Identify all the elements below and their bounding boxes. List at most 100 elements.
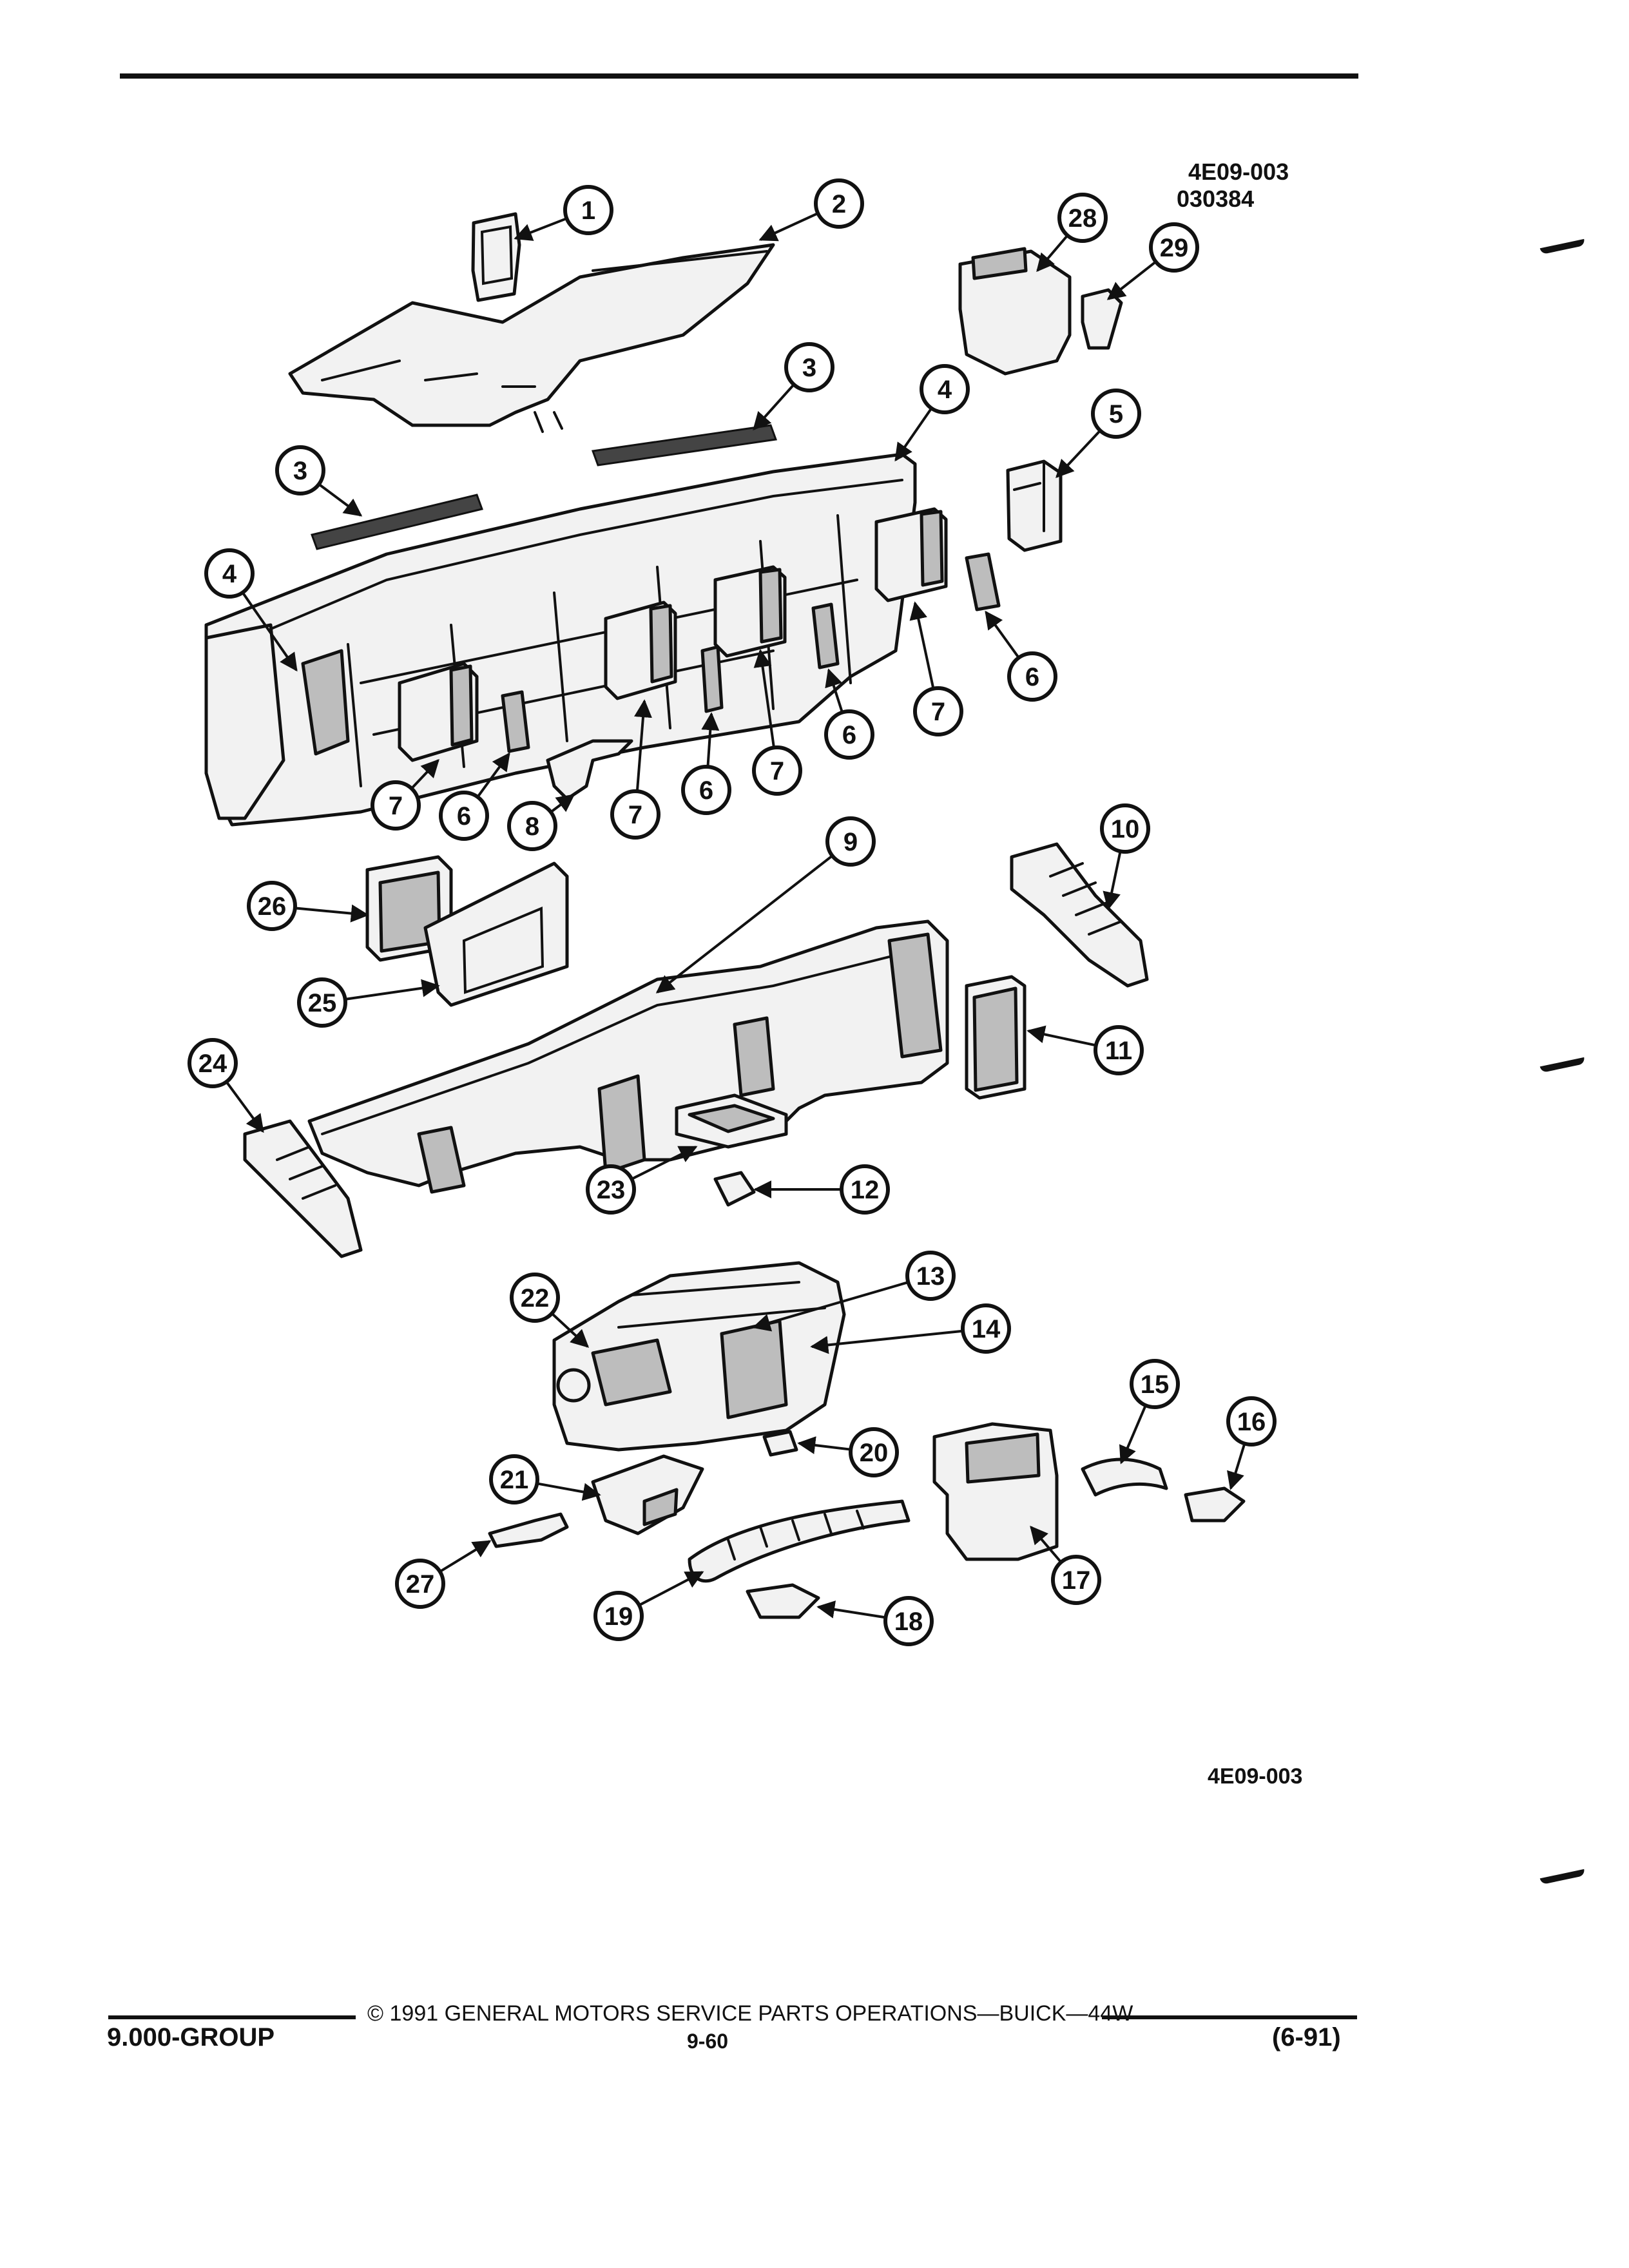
callout-part-4b: 4 [204, 548, 298, 672]
bracket-part-29 [1081, 288, 1123, 350]
callout-number: 16 [1237, 1408, 1266, 1436]
callout-part-15: 15 [1119, 1359, 1180, 1465]
callout-number: 7 [770, 757, 784, 785]
callout-circle [1051, 1555, 1101, 1605]
vent-grille-6a [501, 690, 530, 753]
defroster-grille-left-part [311, 494, 483, 550]
callout-circle [610, 789, 660, 840]
air-distribution-duct-part-9 [307, 919, 949, 1194]
callout-circle [752, 745, 802, 796]
callout-number: 2 [832, 190, 846, 218]
callout-circle [1149, 222, 1199, 273]
seal-part-23 [675, 1093, 788, 1149]
callout-number: 7 [628, 801, 642, 829]
leader-line [1030, 1525, 1063, 1563]
callout-number: 7 [389, 792, 403, 820]
callout-number: 27 [406, 1570, 435, 1599]
callout-circle [188, 1038, 238, 1088]
callout-part-16: 16 [1226, 1396, 1277, 1490]
vent-grille-6d [965, 552, 1001, 611]
callout-number: 22 [521, 1284, 550, 1312]
vent-housing-7c [713, 565, 787, 658]
callout-part-13: 13 [752, 1251, 956, 1332]
callout-circle [961, 1303, 1011, 1354]
callout-circle [905, 1251, 956, 1301]
leader-line [1055, 429, 1101, 479]
callout-number: 28 [1068, 204, 1097, 233]
seal-part-27 [488, 1512, 569, 1548]
callout-circle [563, 185, 613, 235]
leader-line [752, 1281, 909, 1332]
leader-line [758, 212, 819, 242]
callout-part-7d: 7 [909, 601, 963, 736]
callout-circle [510, 1273, 560, 1323]
defroster-duct-part [288, 243, 775, 433]
callout-part-17: 17 [1030, 1525, 1101, 1605]
callout-circle [913, 686, 963, 736]
leader-line [410, 758, 439, 790]
callout-part-2: 2 [758, 178, 864, 242]
leader-line [631, 1146, 698, 1180]
callout-number: 4 [222, 560, 237, 588]
callout-part-19: 19 [593, 1571, 704, 1641]
instrument-panel-carrier-part [204, 452, 917, 827]
leader-line [753, 383, 795, 431]
callout-number: 9 [843, 828, 858, 856]
callout-circle [814, 178, 864, 229]
callout-part-7c: 7 [752, 649, 802, 796]
callout-part-14: 14 [810, 1303, 1011, 1354]
callout-circle [1130, 1359, 1180, 1409]
callout-part-6a: 6 [439, 752, 510, 841]
leader-line [638, 1571, 704, 1607]
figure-code-date: 030384 [1177, 186, 1255, 212]
leader-line [825, 668, 843, 713]
leader-line [514, 217, 568, 241]
footer-revision: (6-91) [1272, 2023, 1341, 2052]
callout-part-11: 11 [1027, 1025, 1144, 1075]
callout-circle [1094, 1025, 1144, 1075]
callout-part-21: 21 [489, 1454, 601, 1504]
callout-number: 3 [802, 354, 816, 382]
vent-housing-7a [398, 662, 479, 762]
leader-line [241, 591, 298, 672]
callout-circle [593, 1591, 644, 1641]
leader-line [439, 1540, 492, 1573]
callout-number: 25 [308, 989, 337, 1017]
callout-circle [1091, 389, 1141, 439]
duct-part-28 [958, 247, 1072, 376]
figure-code-top: 4E09-003 [1188, 159, 1289, 185]
callout-part-9: 9 [655, 816, 876, 994]
callout-number: 1 [581, 197, 595, 225]
callout-circle [439, 791, 489, 841]
callout-circle [849, 1427, 899, 1477]
leader-line [551, 1312, 590, 1348]
figure-code-bottom: 4E09-003 [1208, 1764, 1303, 1789]
callout-circle [507, 801, 557, 851]
leader-line [810, 1329, 963, 1354]
callout-part-1: 1 [514, 185, 613, 241]
callout-number: 15 [1141, 1370, 1170, 1399]
callout-part-4a: 4 [894, 364, 970, 462]
callout-number: 6 [699, 776, 713, 805]
callout-number: 5 [1109, 400, 1123, 428]
leader-line [1027, 1025, 1097, 1047]
leader-line [1119, 1405, 1147, 1465]
callout-number: 18 [894, 1608, 923, 1636]
footer-rule-right [1102, 2015, 1357, 2019]
callout-circle [784, 342, 834, 392]
callout-circle [1100, 803, 1150, 854]
outlet-part-16 [1184, 1486, 1246, 1523]
leader-line [655, 854, 833, 994]
callout-part-3b: 3 [275, 445, 363, 517]
callout-number: 8 [525, 812, 539, 841]
clip-part-12 [713, 1171, 756, 1207]
callout-part-12: 12 [753, 1164, 890, 1215]
outlet-part-11 [965, 975, 1027, 1100]
footer-page-number: 9-60 [687, 2030, 729, 2053]
callout-part-24: 24 [188, 1038, 264, 1133]
leader-line [634, 699, 652, 792]
defroster-grille-right-part [591, 424, 778, 466]
elbow-hose-part-15 [1081, 1457, 1168, 1497]
vent-housing-7b [604, 601, 677, 700]
